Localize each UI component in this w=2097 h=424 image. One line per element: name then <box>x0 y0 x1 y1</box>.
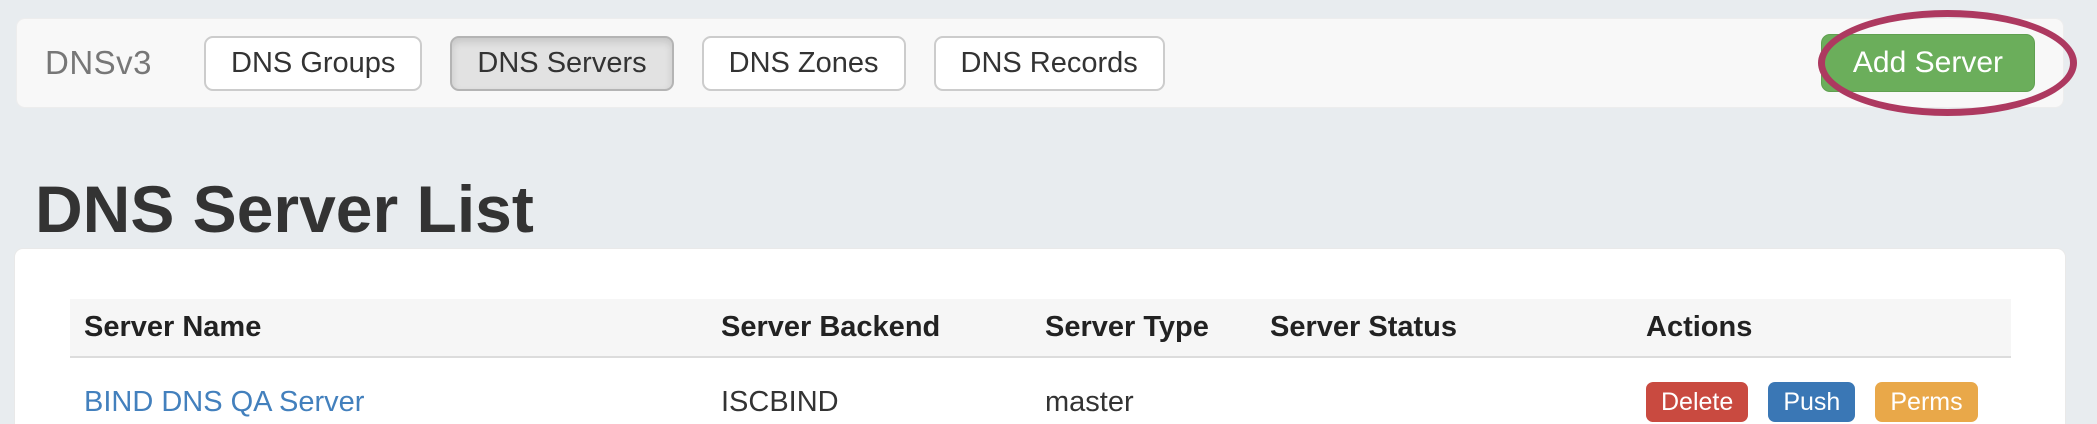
push-button[interactable]: Push <box>1768 382 1856 422</box>
tab-dns-records[interactable]: DNS Records <box>933 35 1165 91</box>
server-name-link[interactable]: BIND DNS QA Server <box>84 385 365 418</box>
table-row: BIND DNS QA Server ISCBIND master Delete… <box>70 357 2011 424</box>
cell-server-name: BIND DNS QA Server <box>70 357 707 424</box>
column-header-server-backend: Server Backend <box>707 299 1031 358</box>
cell-server-type: master <box>1045 385 1134 418</box>
tab-dns-servers[interactable]: DNS Servers <box>450 35 674 91</box>
server-list-card: Server Name Server Backend Server Type S… <box>14 248 2066 424</box>
tab-dns-zones[interactable]: DNS Zones <box>701 35 906 91</box>
column-header-server-status: Server Status <box>1256 299 1632 358</box>
brand-dnsv3: DNSv3 <box>45 44 153 81</box>
server-table: Server Name Server Backend Server Type S… <box>70 299 2011 424</box>
perms-button[interactable]: Perms <box>1875 382 1978 422</box>
cell-server-backend: ISCBIND <box>721 385 839 418</box>
tab-dns-groups[interactable]: DNS Groups <box>204 35 423 91</box>
cell-server-status <box>1256 357 1632 424</box>
page-title: DNS Server List <box>35 172 534 246</box>
table-header-row: Server Name Server Backend Server Type S… <box>70 299 2011 358</box>
column-header-actions: Actions <box>1632 299 2011 358</box>
column-header-server-type: Server Type <box>1031 299 1256 358</box>
delete-button[interactable]: Delete <box>1646 382 1749 422</box>
navbar: DNSv3 DNS Groups DNS Servers DNS Zones D… <box>16 18 2064 108</box>
add-server-button[interactable]: Add Server <box>1820 34 2035 92</box>
cell-actions: Delete Push Perms <box>1632 357 2011 424</box>
column-header-server-name: Server Name <box>70 299 707 358</box>
